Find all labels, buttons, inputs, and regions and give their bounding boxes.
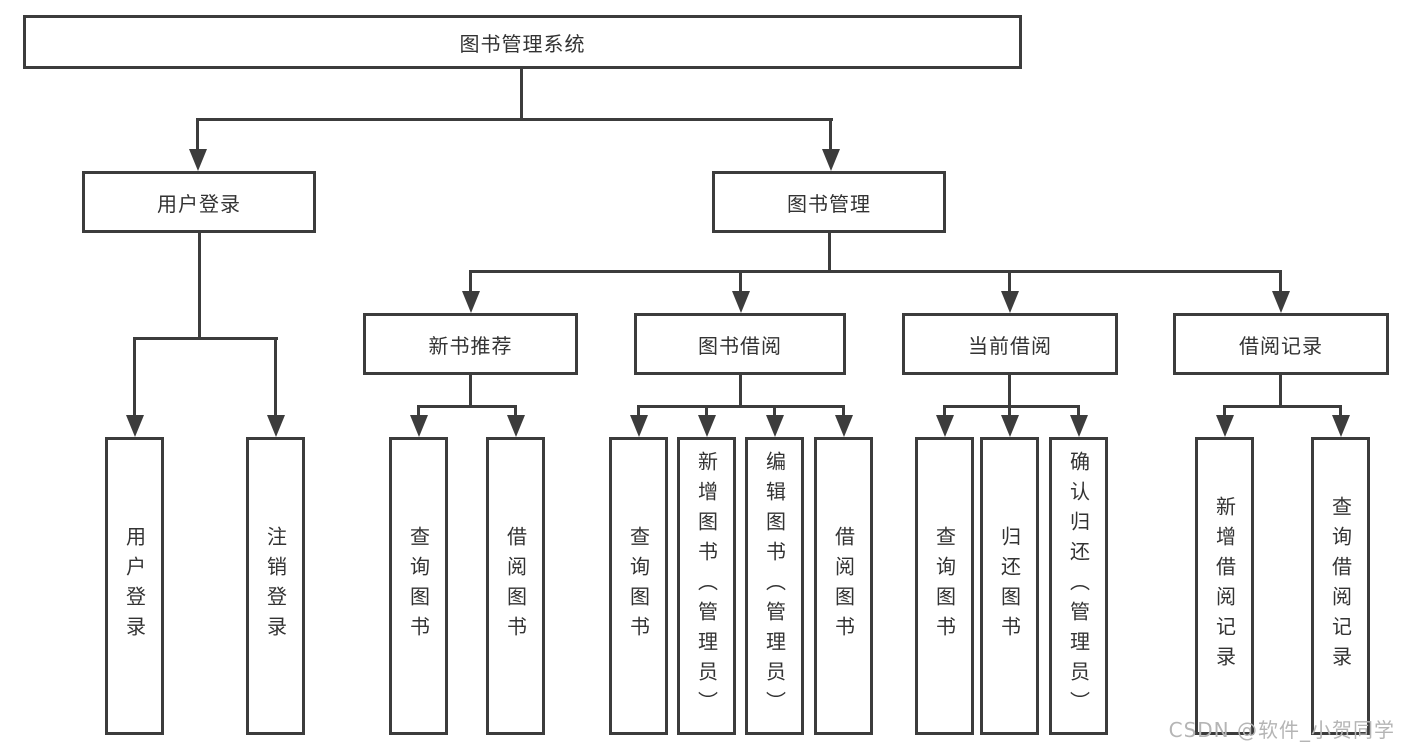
arrow-down-icon [1001, 415, 1019, 437]
node-query-books-borrowing: 查询图书 [609, 437, 668, 735]
connector-book-borrowing-stem [739, 375, 742, 405]
arrow-down-icon [410, 415, 428, 437]
connector-root-stem [520, 69, 523, 118]
connector-leaf-stub [514, 405, 517, 417]
node-borrowing-records: 借阅记录 [1173, 313, 1389, 375]
arrow-down-icon [1332, 415, 1350, 437]
node-add-borrow-record: 新增借阅记录 [1195, 437, 1254, 735]
arrow-down-icon [732, 291, 750, 313]
node-library-management-system: 图书管理系统 [23, 15, 1022, 69]
node-add-books-admin: 新增图书（管理员） [677, 437, 736, 735]
connector-leaf-stub [417, 405, 420, 417]
node-user-login: 用户登录 [82, 171, 316, 233]
node-query-borrow-record: 查询借阅记录 [1311, 437, 1370, 735]
node-logout-leaf: 注销登录 [246, 437, 305, 735]
connector-leaf-stub [1339, 405, 1342, 417]
connector-to-logout-leaf [274, 337, 277, 417]
node-new-book-recommendation: 新书推荐 [363, 313, 578, 375]
connector-to-user-login-leaf [133, 337, 136, 417]
node-borrow-books-borrowing: 借阅图书 [814, 437, 873, 735]
connector-leaf-stub [637, 405, 640, 417]
connector-leaf-stub [705, 405, 708, 417]
connector-book-borrowing-split [637, 405, 845, 408]
arrow-down-icon [822, 149, 840, 171]
arrow-down-icon [1070, 415, 1088, 437]
arrow-down-icon [766, 415, 784, 437]
connector-book-management-stem [828, 233, 831, 270]
node-return-books: 归还图书 [980, 437, 1039, 735]
arrow-down-icon [1216, 415, 1234, 437]
arrow-down-icon [936, 415, 954, 437]
connector-borrowing-records-stem [1279, 375, 1282, 405]
connector-leaf-stub [943, 405, 946, 417]
node-confirm-return-admin: 确认归还（管理员） [1049, 437, 1108, 735]
connector-to-new-book [469, 270, 472, 293]
connector-current-borrowing-split [943, 405, 1080, 408]
connector-leaf-stub [842, 405, 845, 417]
node-borrow-books-recommend: 借阅图书 [486, 437, 545, 735]
arrow-down-icon [267, 415, 285, 437]
connector-new-book-stem [469, 375, 472, 405]
node-book-borrowing: 图书借阅 [634, 313, 846, 375]
connector-leaf-stub [1008, 405, 1011, 417]
watermark: CSDN @软件_小贺同学 [1168, 718, 1395, 742]
connector-user-login-split [133, 337, 278, 340]
connector-to-user-login [196, 118, 199, 151]
connector-user-login-stem [198, 233, 201, 337]
connector-root-split [196, 118, 833, 121]
node-query-books-current: 查询图书 [915, 437, 974, 735]
connector-book-management-split [469, 270, 1282, 273]
connector-current-borrowing-stem [1008, 375, 1011, 405]
node-query-books-recommend: 查询图书 [389, 437, 448, 735]
node-book-management: 图书管理 [712, 171, 946, 233]
arrow-down-icon [835, 415, 853, 437]
connector-leaf-stub [773, 405, 776, 417]
node-user-login-leaf: 用户登录 [105, 437, 164, 735]
arrow-down-icon [507, 415, 525, 437]
connector-to-borrowing-records [1279, 270, 1282, 293]
connector-new-book-split [417, 405, 517, 408]
connector-borrowing-records-split [1223, 405, 1342, 408]
arrow-down-icon [126, 415, 144, 437]
connector-to-book-borrowing [739, 270, 742, 293]
arrow-down-icon [698, 415, 716, 437]
connector-to-current-borrowing [1008, 270, 1011, 293]
arrow-down-icon [1001, 291, 1019, 313]
node-edit-books-admin: 编辑图书（管理员） [745, 437, 804, 735]
connector-to-book-management [829, 118, 832, 151]
arrow-down-icon [1272, 291, 1290, 313]
connector-leaf-stub [1077, 405, 1080, 417]
node-current-borrowing: 当前借阅 [902, 313, 1118, 375]
arrow-down-icon [462, 291, 480, 313]
connector-leaf-stub [1223, 405, 1226, 417]
arrow-down-icon [630, 415, 648, 437]
arrow-down-icon [189, 149, 207, 171]
